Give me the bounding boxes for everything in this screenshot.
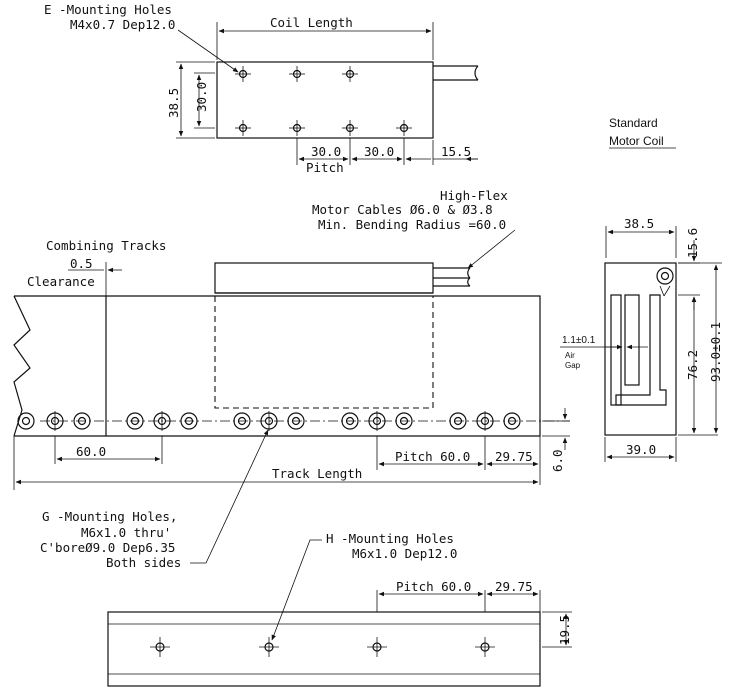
- coil-footprint: [214, 296, 434, 409]
- coil-block: [214, 262, 434, 294]
- air-gap-value: 1.1±0.1: [562, 335, 596, 346]
- dim-0-5: 0.5: [70, 256, 93, 271]
- track-break-line: [13, 295, 31, 437]
- main-view: High-Flex Motor Cables Ø6.0 & Ø3.8 Min. …: [13, 188, 570, 570]
- g-holes-label-4: Both sides: [106, 555, 181, 570]
- gap-label: Gap: [565, 361, 581, 370]
- cables-label-3: Min. Bending Radius =60.0: [318, 217, 506, 232]
- standard-label: Standard: [609, 116, 658, 130]
- coil-length-label: Coil Length: [270, 15, 353, 30]
- combining-tracks-label: Combining Tracks: [46, 238, 166, 253]
- dim-30-0-vertical: 30.0: [194, 82, 209, 112]
- dim-76-2: 76.2: [685, 350, 700, 380]
- bottom-track: [107, 611, 541, 687]
- clearance-label: Clearance: [27, 274, 95, 289]
- e-holes-label-2: M4x0.7 Dep12.0: [70, 17, 175, 32]
- dim-93-0: 93.0±0.1: [708, 322, 723, 382]
- h-mounting-holes: [150, 637, 495, 657]
- pitch-60-main: Pitch 60.0: [395, 449, 470, 464]
- top-view: E -Mounting Holes M4x0.7 Dep12.0 Coil Le…: [44, 2, 479, 175]
- motor-coil-label: Motor Coil: [609, 134, 664, 148]
- pitch-label: Pitch: [306, 160, 344, 175]
- h-holes-label-2: M6x1.0 Dep12.0: [352, 546, 457, 561]
- side-view: 38.5 15.6 1.1±0.1 Air Gap 76.2 93.0±0.1: [560, 216, 723, 462]
- g-holes-label-3: C'boreØ9.0 Dep6.35: [40, 540, 175, 555]
- air-label: Air: [565, 351, 575, 360]
- side-dim-38-5: 38.5: [624, 216, 654, 231]
- bottom-view: H -Mounting Holes M6x1.0 Dep12.0 Pitch 6…: [107, 531, 572, 687]
- g-holes-leader: [190, 429, 269, 564]
- track-length-label: Track Length: [272, 466, 362, 481]
- dim-6-0: 6.0: [550, 449, 565, 472]
- cables-label-1: High-Flex: [440, 188, 508, 203]
- e-holes-label-1: E -Mounting Holes: [44, 2, 172, 17]
- track-body: [14, 295, 541, 437]
- g-holes-label-1: G -Mounting Holes,: [42, 509, 177, 524]
- cables-label-2: Motor Cables Ø6.0 & Ø3.8: [312, 202, 493, 217]
- side-profile: [604, 262, 677, 436]
- dim-19-5: 19.5: [557, 615, 572, 645]
- pitch-dim-2: 30.0: [364, 144, 394, 159]
- cable-stub: [474, 65, 479, 81]
- e-mounting-holes: [235, 66, 412, 136]
- dim-15-6: 15.6: [685, 228, 700, 258]
- dim-29-75-bottom: 29.75: [495, 579, 533, 594]
- e-holes-leader: [177, 29, 239, 73]
- h-holes-leader: [271, 539, 322, 641]
- h-holes-label-1: H -Mounting Holes: [326, 531, 454, 546]
- dim-60-0: 60.0: [76, 444, 106, 459]
- dim-15-5: 15.5: [441, 144, 471, 159]
- pitch-dim-1: 30.0: [311, 144, 341, 159]
- g-holes-label-2: M6x1.0 thru': [81, 525, 171, 540]
- dim-29-75-main: 29.75: [495, 449, 533, 464]
- side-dim-39-0: 39.0: [626, 442, 656, 457]
- pitch-60-bottom: Pitch 60.0: [396, 579, 471, 594]
- dim-38-5-top: 38.5: [166, 88, 181, 118]
- coil-top-body: [216, 61, 434, 139]
- cables-leader: [467, 229, 516, 269]
